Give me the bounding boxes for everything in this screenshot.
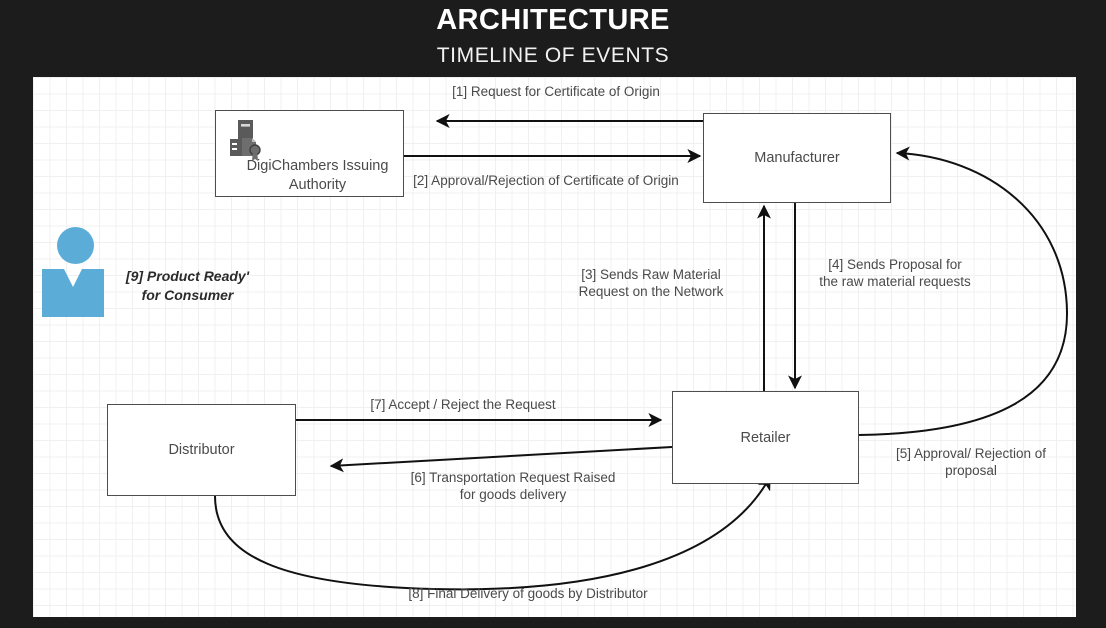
person-body-icon — [42, 269, 104, 317]
node-distributor-label: Distributor — [168, 442, 235, 458]
node-digichambers[interactable]: DigiChambers Issuing Authority — [215, 110, 404, 197]
edge-label-8: [8] Final Delivery of goods by Distribut… — [408, 586, 648, 601]
page-subtitle: TIMELINE OF EVENTS — [436, 44, 670, 67]
server-certificate-icon — [230, 120, 261, 161]
node-manufacturer-label: Manufacturer — [754, 150, 840, 166]
edge-8-path — [214, 475, 771, 591]
node-digichambers-label: DigiChambers Issuing Authority — [246, 158, 389, 193]
digichambers-content: DigiChambers Issuing Authority — [216, 111, 403, 196]
node-retailer-label: Retailer — [740, 429, 791, 446]
node-retailer[interactable]: Retailer — [672, 391, 859, 484]
diagram-header: ARCHITECTURE TIMELINE OF EVENTS — [0, 0, 1106, 77]
edge-label-3: [3] Sends Raw Material Request on the Ne… — [578, 267, 724, 299]
page-title: ARCHITECTURE — [436, 4, 670, 36]
edge-5-path — [858, 146, 1069, 436]
diagram-canvas: DigiChambers Issuing Authority Manufactu… — [33, 77, 1076, 617]
edge-6-line — [329, 446, 673, 473]
edge-label-7: [7] Accept / Reject the Request — [370, 397, 556, 412]
person-head-icon — [57, 227, 94, 264]
edge-label-5: [5] Approval/ Rejection of proposal — [895, 446, 1047, 478]
consumer-person-icon — [42, 227, 104, 317]
edge-label-6: [6] Transportation Request Raised for go… — [410, 470, 616, 502]
edge-label-1: [1] Request for Certificate of Origin — [452, 84, 660, 99]
edge-label-2: [2] Approval/Rejection of Certificate of… — [413, 173, 679, 188]
node-manufacturer[interactable]: Manufacturer — [703, 113, 891, 203]
edge-label-9: [9] Product Ready' for Consumer — [125, 268, 250, 303]
node-distributor[interactable]: Distributor — [107, 404, 296, 496]
edge-label-4: [4] Sends Proposal for the raw material … — [819, 257, 971, 289]
connector-layer — [214, 114, 1069, 591]
